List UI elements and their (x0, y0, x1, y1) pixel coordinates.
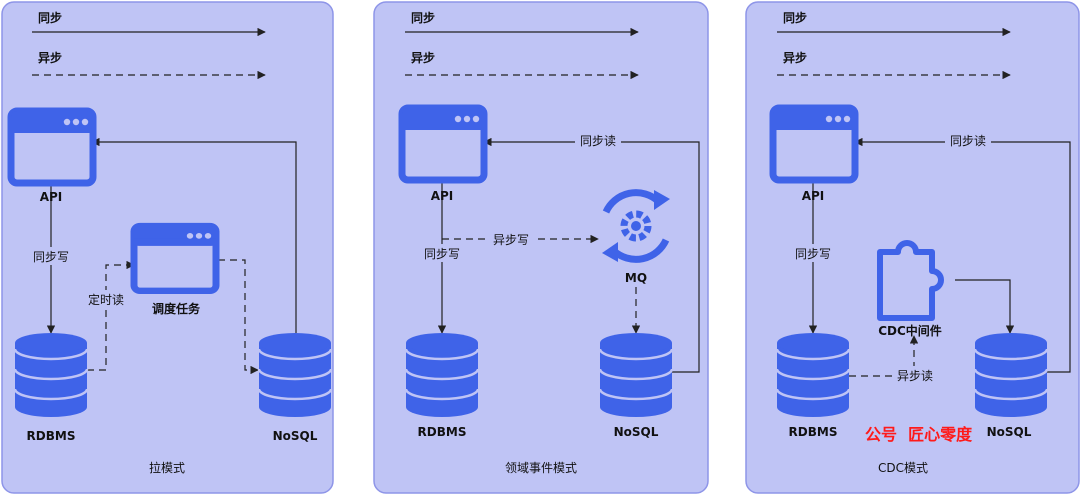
api-label: API (802, 189, 825, 203)
rdbms-database-icon (13, 331, 89, 419)
legend-sync-label: 同步 (783, 10, 807, 25)
api-label: API (40, 190, 63, 204)
rdbms-database-icon (775, 331, 851, 419)
rdbms-database-icon (404, 331, 480, 419)
legend-async-label: 异步 (411, 50, 435, 65)
label-bg (893, 366, 937, 384)
mq-gear-sync-icon (602, 189, 670, 263)
rdbms-label: RDBMS (27, 429, 76, 443)
label-bg (945, 131, 991, 149)
legend-pull: 同步 异步 (32, 10, 266, 80)
label-bg (420, 244, 464, 262)
label-bg (488, 230, 534, 248)
panel-title: 拉模式 (149, 460, 185, 475)
legend-sync-label: 同步 (411, 10, 435, 25)
sync-write-label: 同步写 (795, 247, 831, 261)
domain-event-diagram: 同步写 异步写 同步读 API MQ RDBMS NoSQL 领域事件模式 (402, 108, 700, 475)
cdc-label: CDC中间件 (878, 323, 942, 338)
legend-cdc: 同步 异步 (777, 10, 1011, 80)
nosql-database-icon (598, 331, 674, 419)
mq-label: MQ (625, 271, 647, 285)
arrow-nosql-to-api (91, 137, 297, 333)
legend-async-label: 异步 (783, 50, 807, 65)
cdc-diagram: 同步写 异步读 同步读 API CDC中间件 RDBMS NoSQL 公号 匠心… (773, 108, 1071, 475)
async-write-label: 异步写 (493, 233, 529, 247)
api-label: API (431, 189, 454, 203)
legend-domain-event: 同步 异步 (405, 10, 639, 80)
async-read-label: 异步读 (897, 369, 933, 383)
nosql-label: NoSQL (987, 425, 1032, 439)
arrow-rdbms-to-scheduler (87, 260, 135, 371)
nosql-database-icon (973, 331, 1049, 419)
scheduler-label: 调度任务 (152, 301, 201, 316)
arrow-cdc-to-nosql (955, 279, 1015, 334)
legend-async-label: 异步 (38, 50, 62, 65)
legend-sync-label: 同步 (38, 10, 62, 25)
watermark-text: 公号 匠心零度 (865, 425, 973, 444)
label-bg (575, 131, 621, 149)
sync-write-label: 同步写 (33, 250, 69, 264)
panel-title: CDC模式 (878, 461, 928, 475)
sync-read-label: 同步读 (950, 134, 986, 148)
nosql-label: NoSQL (614, 425, 659, 439)
label-bg (791, 244, 835, 262)
label-bg (84, 290, 128, 308)
rdbms-label: RDBMS (789, 425, 838, 439)
nosql-label: NoSQL (273, 429, 318, 443)
label-bg (29, 247, 73, 265)
pull-mode-diagram: 同步写 定时读 API 调度任务 RDBMS NoSQL 拉模式 (11, 111, 333, 475)
arrow-scheduler-to-nosql (218, 259, 259, 375)
sync-read-label: 同步读 (580, 134, 616, 148)
cdc-puzzle-icon (877, 240, 944, 321)
timed-read-label: 定时读 (88, 292, 124, 307)
rdbms-label: RDBMS (418, 425, 467, 439)
sync-write-label: 同步写 (424, 247, 460, 261)
panel-title: 领域事件模式 (505, 461, 577, 475)
nosql-database-icon (257, 331, 333, 419)
